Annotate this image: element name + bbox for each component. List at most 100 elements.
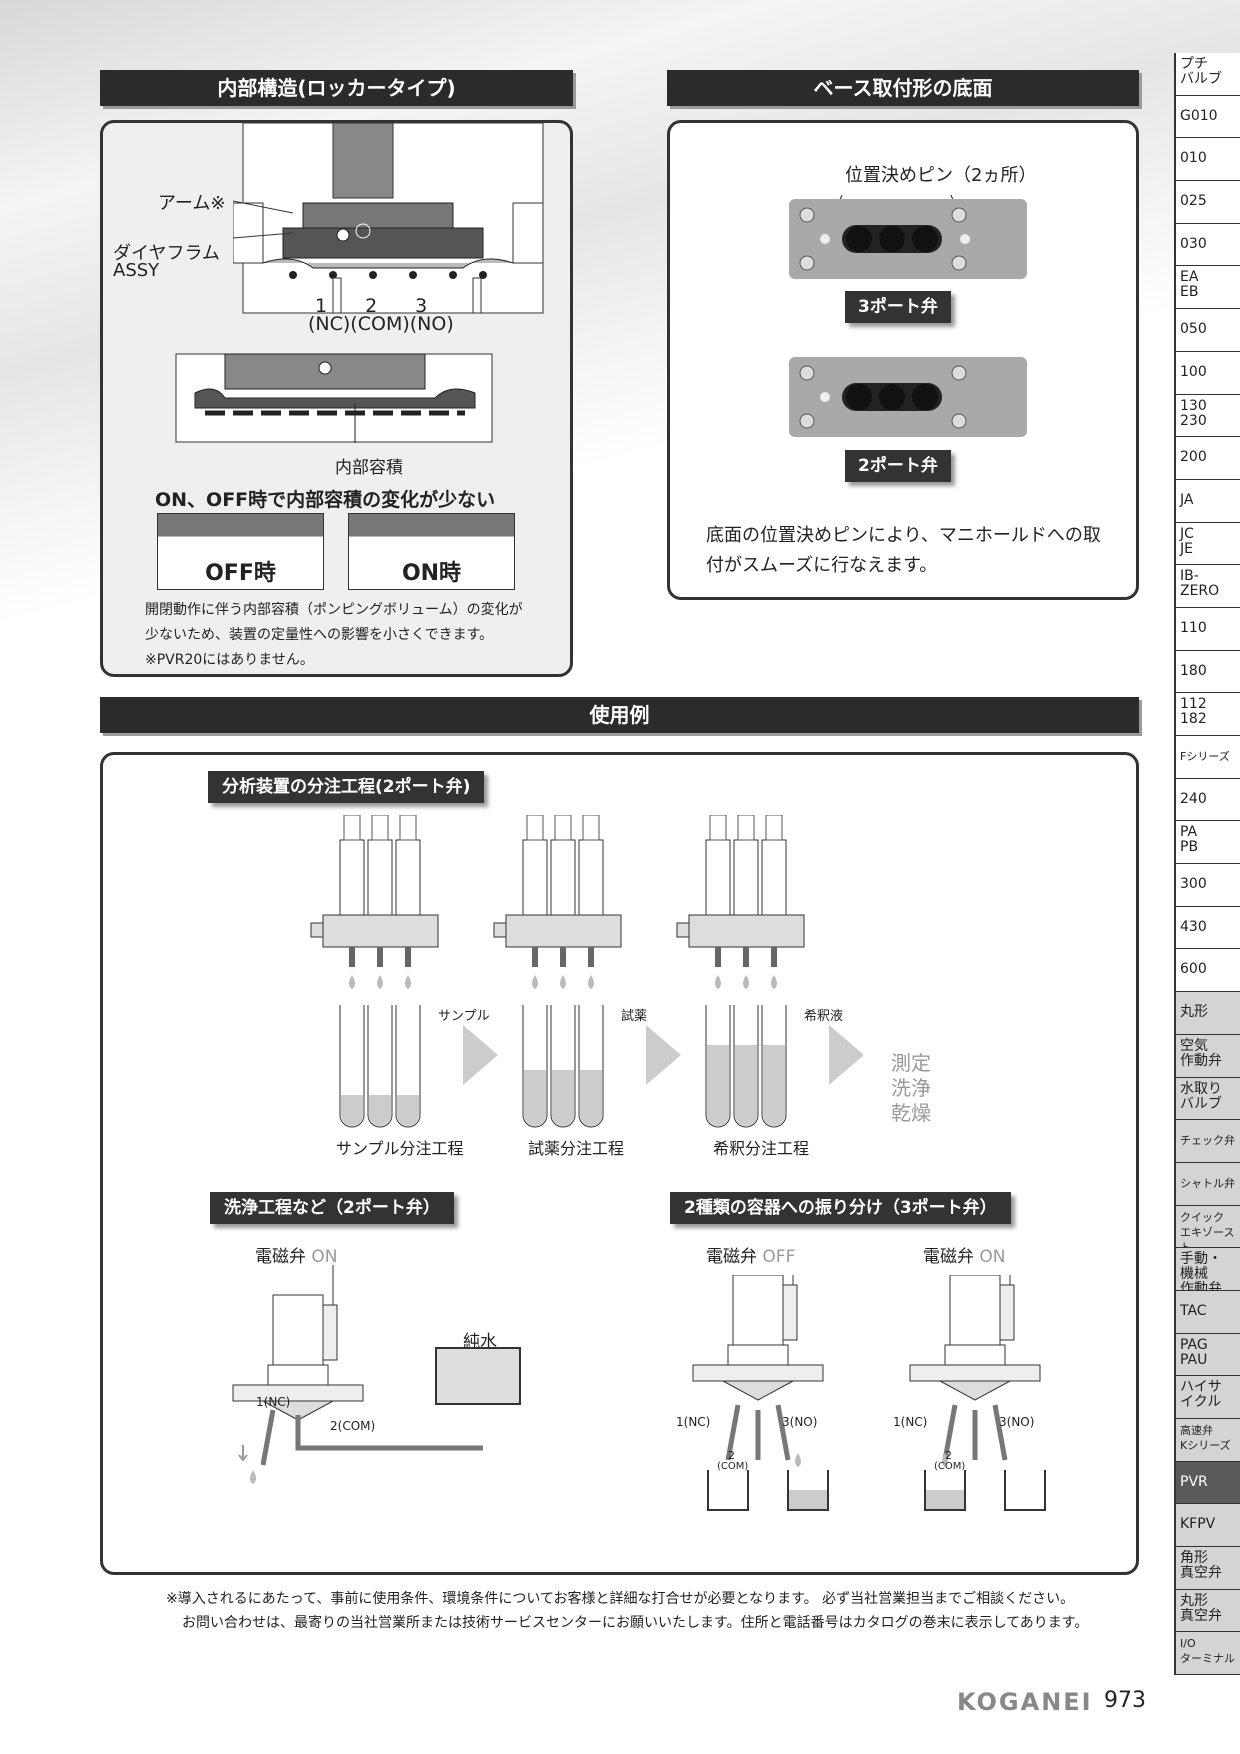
- sidebar-tab[interactable]: IB- ZERO: [1176, 565, 1240, 608]
- sidebar-tab[interactable]: 010: [1176, 138, 1240, 182]
- cleaning-port-2: 2(COM): [330, 1419, 376, 1433]
- droplet: [771, 975, 777, 989]
- sidebar-tab[interactable]: 110: [1176, 607, 1240, 651]
- body: [267, 1364, 329, 1386]
- sidebar-tab[interactable]: 180: [1176, 650, 1240, 694]
- sidebar-tab[interactable]: 高速弁 Kシリーズ: [1176, 1419, 1240, 1462]
- nozzle: [588, 947, 594, 967]
- sidebar-tab[interactable]: 130 230: [1176, 394, 1240, 438]
- sidebar-tab[interactable]: 丸形 真空弁: [1176, 1589, 1240, 1633]
- cleaning-port-1: 1(NC): [256, 1395, 291, 1409]
- sidebar-tab[interactable]: クイック エキゾースト: [1176, 1205, 1240, 1249]
- lead-wires: [343, 815, 361, 841]
- valve: [367, 839, 393, 916]
- desc-note: ※PVR20にはありません。: [145, 652, 314, 668]
- sidebar-tab[interactable]: 050: [1176, 309, 1240, 352]
- sidebar-tab[interactable]: 600: [1176, 949, 1240, 993]
- sidebar-tab[interactable]: 025: [1176, 181, 1240, 224]
- sidebar-tab[interactable]: 100: [1176, 351, 1240, 395]
- coil-side: [782, 1284, 798, 1341]
- valve: [550, 839, 576, 916]
- nozzle: [743, 947, 749, 967]
- diaphragm-label-assy: ASSY: [113, 260, 160, 281]
- droplet: [715, 975, 721, 989]
- sidebar-tab[interactable]: TAC: [1176, 1290, 1240, 1334]
- tube-liquid: [552, 1070, 574, 1126]
- tube-liquid: [524, 1070, 546, 1126]
- container-liquid: [789, 1490, 827, 1509]
- sidebar-tab[interactable]: 空気 作動弁: [1176, 1034, 1240, 1078]
- valve: [761, 839, 787, 916]
- final-clean: 洗浄: [891, 1076, 931, 1100]
- sidebar-tab[interactable]: EA EB: [1176, 266, 1240, 310]
- sidebar-tab[interactable]: 200: [1176, 437, 1240, 480]
- sidebar-tab[interactable]: シャトル弁: [1176, 1162, 1240, 1206]
- droplet: [349, 975, 355, 989]
- dispense-tag: 分析装置の分注工程(2ポート弁): [208, 771, 485, 803]
- tube-com: [295, 1415, 483, 1451]
- valve: [705, 839, 731, 916]
- base-2port-photo: [789, 357, 1027, 437]
- sidebar-tab[interactable]: Fシリーズ: [1176, 736, 1240, 779]
- sidebar-tab[interactable]: G010: [1176, 95, 1240, 139]
- droplet: [405, 975, 411, 989]
- cleaning-diagram: [232, 1265, 483, 1484]
- valve-label: 電磁弁: [923, 1247, 974, 1267]
- step-sample: サンプル分注工程: [336, 1139, 464, 1158]
- label-2port: 2ポート弁: [845, 450, 951, 482]
- usage-panel: 分析装置の分注工程(2ポート弁) サンプル 試薬 希釈液 サンプル分注工程 試薬…: [100, 752, 1139, 1575]
- split-on-port2-com: (COM): [934, 1461, 966, 1472]
- coil: [272, 1294, 324, 1366]
- base-plate: [232, 1384, 364, 1402]
- internal-structure-panel: アーム※ ダイヤフラム ASSY 1 2 3 (NC)(COM)(NO) 内部容…: [100, 120, 573, 677]
- sidebar-tab[interactable]: ハイサ イクル: [1176, 1376, 1240, 1419]
- split-diagram: [692, 1275, 1046, 1511]
- sidebar-tab[interactable]: KFPV: [1176, 1504, 1240, 1548]
- valve-label: 電磁弁: [255, 1247, 306, 1267]
- nozzle: [715, 947, 721, 967]
- sidebar-tab[interactable]: 水取り バルブ: [1176, 1077, 1240, 1121]
- droplet: [532, 975, 538, 989]
- sidebar-tab[interactable]: JC JE: [1176, 522, 1240, 566]
- base-desc-1: 底面の位置決めピンにより、マニホールドへの取: [706, 525, 1101, 546]
- on-state-label: ON時: [401, 561, 462, 586]
- droplet: [250, 1470, 256, 1484]
- droplet: [377, 975, 383, 989]
- rocker-valve-cross-section: [233, 123, 544, 314]
- nozzle: [560, 947, 566, 967]
- diluent-label: 希釈液: [804, 1009, 844, 1024]
- tube-liquid: [735, 1045, 757, 1126]
- reagent-label: 試薬: [621, 1009, 648, 1024]
- sidebar-tab[interactable]: 角形 真空弁: [1176, 1547, 1240, 1590]
- lead-wires: [709, 815, 727, 841]
- sidebar-tab[interactable]: PVR: [1176, 1461, 1240, 1505]
- volume-headline: ON、OFF時で内部容積の変化が少ない: [155, 489, 496, 511]
- sidebar-tab[interactable]: PA PB: [1176, 821, 1240, 865]
- container-liquid: [926, 1490, 964, 1509]
- desc-line-1: 開閉動作に伴う内部容積（ポンピングボリューム）の変化が: [145, 602, 523, 618]
- sidebar-tab[interactable]: 丸形: [1176, 992, 1240, 1035]
- sidebar-tab[interactable]: JA: [1176, 479, 1240, 523]
- container-1: [924, 1470, 966, 1511]
- sidebar-tab[interactable]: 300: [1176, 864, 1240, 907]
- diaphragm-detail-diagram: [175, 353, 493, 443]
- diaphragm-label: ダイヤフラム: [113, 243, 220, 264]
- sidebar-tab[interactable]: プチ バルブ: [1176, 53, 1240, 96]
- sidebar-tab[interactable]: 030: [1176, 223, 1240, 267]
- sidebar-tab[interactable]: チェック弁: [1176, 1120, 1240, 1163]
- base-3port-photo: [789, 195, 1027, 279]
- sidebar-tab[interactable]: 240: [1176, 778, 1240, 822]
- sidebar-tab[interactable]: 112 182: [1176, 693, 1240, 736]
- process-arrow: [646, 1025, 681, 1085]
- container-2: [1004, 1470, 1046, 1511]
- body: [727, 1344, 789, 1366]
- sidebar-tab[interactable]: 430: [1176, 906, 1240, 950]
- tube-no: [992, 1404, 1008, 1461]
- sidebar-tab[interactable]: 手動・ 機械 作動弁: [1176, 1248, 1240, 1291]
- state-on: ON: [311, 1247, 338, 1267]
- sidebar-tab[interactable]: PAG PAU: [1176, 1333, 1240, 1377]
- on-state-diagram: ON時: [348, 513, 515, 590]
- section-title-internal-structure: 内部構造(ロッカータイプ): [100, 70, 573, 106]
- sidebar-tab[interactable]: I/O ターミナル: [1176, 1632, 1240, 1676]
